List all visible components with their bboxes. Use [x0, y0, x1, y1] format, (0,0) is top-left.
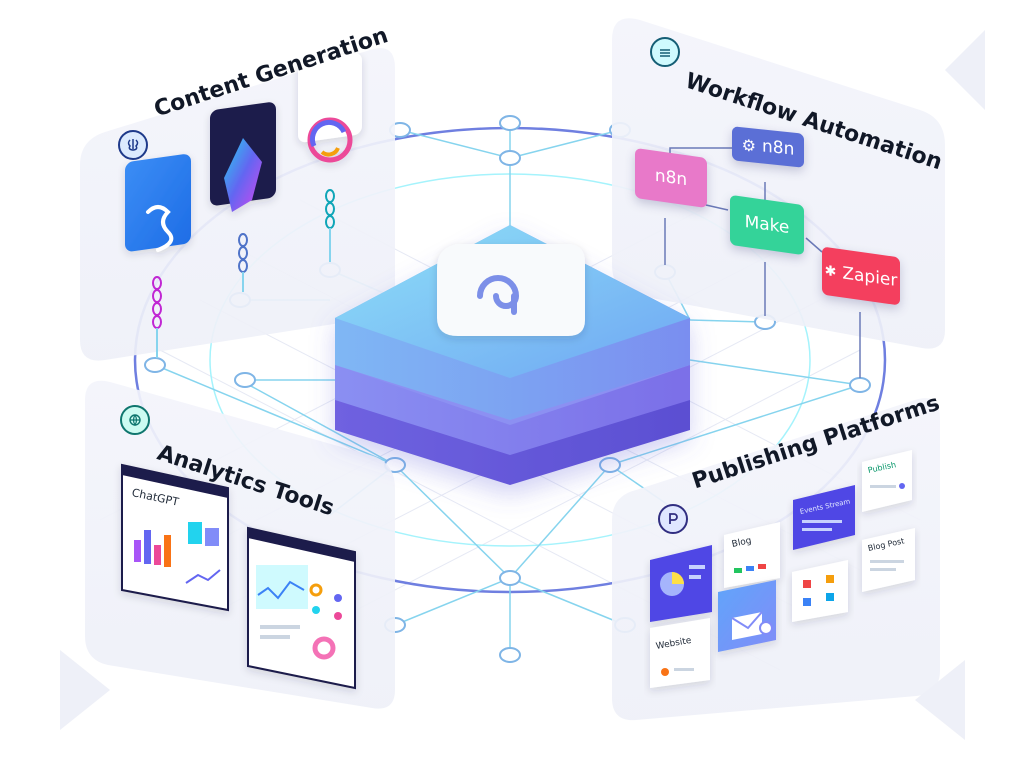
analytics-dashboard-chatgpt — [121, 463, 229, 612]
workflow-connectors — [664, 147, 861, 378]
p-logo-icon — [658, 504, 688, 534]
ai-app-tile-swirl — [298, 53, 362, 163]
central-hub-logo-tile — [437, 244, 585, 336]
node — [144, 357, 166, 373]
globe-icon — [120, 405, 150, 435]
make-node: Make — [730, 194, 804, 256]
ai-app-tile-prism — [210, 102, 276, 212]
publishing-card-events — [793, 485, 855, 550]
n8n-node-top-label: n8n — [761, 136, 795, 160]
zapier-asterisk-icon: ✱ — [824, 262, 837, 281]
node — [234, 372, 256, 388]
background-shapes — [60, 30, 985, 740]
node — [599, 457, 621, 473]
panel-analytics-tools — [85, 380, 395, 709]
brain-icon — [118, 130, 148, 160]
n8n-node-left-label: n8n — [654, 165, 688, 191]
ai-app-tile-blue — [125, 154, 191, 252]
node — [849, 377, 871, 393]
publishing-card-blog — [724, 522, 780, 588]
publishing-card-blog-post — [862, 528, 915, 592]
node — [499, 150, 521, 166]
publishing-card-email — [718, 580, 776, 652]
panel-content-generation — [80, 48, 395, 361]
analytics-dashboard-secondary — [247, 526, 356, 690]
publishing-card-website — [650, 618, 710, 688]
layers-icon — [650, 37, 680, 67]
node — [499, 115, 521, 131]
gear-icon: ⚙ — [741, 134, 756, 156]
n8n-node-left: n8n — [635, 147, 707, 209]
publishing-card-report — [650, 545, 712, 622]
publishing-card-social — [792, 560, 848, 622]
publishing-card-publish — [862, 450, 912, 512]
zapier-node-label: Zapier — [842, 263, 898, 292]
make-node-label: Make — [744, 211, 790, 239]
panel-publishing-platforms — [612, 398, 940, 721]
node — [499, 647, 521, 663]
chain-links — [152, 189, 335, 358]
node — [499, 570, 521, 586]
